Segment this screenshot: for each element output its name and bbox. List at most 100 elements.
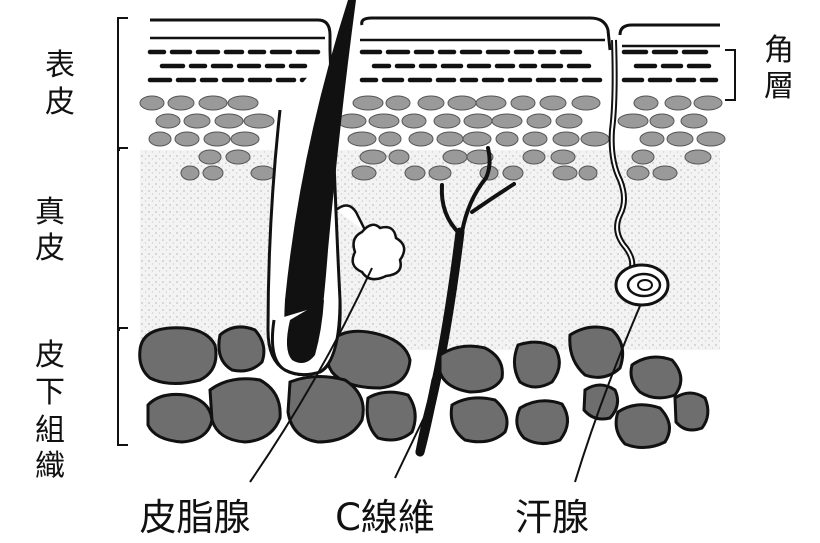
- epidermis-cell: [463, 132, 491, 146]
- stratum-corneum-label: 角 層: [764, 33, 794, 104]
- epidermis-cell: [503, 166, 523, 180]
- epidermis-cell: [464, 114, 492, 128]
- epidermis-cell: [204, 132, 230, 146]
- epidermis-cell: [338, 114, 366, 128]
- fat-lobule: [367, 392, 415, 440]
- epidermis-cell: [527, 114, 551, 128]
- epidermis-cell: [632, 150, 654, 164]
- epidermis-cell: [348, 132, 376, 146]
- svg-text:皮: 皮: [45, 85, 75, 120]
- epidermis-cell: [418, 96, 444, 110]
- epidermis-cell: [156, 114, 180, 128]
- epidermis-cell: [443, 150, 467, 164]
- epidermis-cell: [697, 132, 725, 146]
- epidermis-cell: [168, 96, 194, 110]
- epidermis-cell: [581, 132, 609, 146]
- epidermis-cell: [437, 132, 463, 146]
- epidermis-cell: [149, 132, 171, 146]
- epidermis-cell: [244, 114, 274, 128]
- epidermis-cell: [627, 166, 649, 180]
- dermis-region: [140, 150, 720, 350]
- svg-text:組: 組: [35, 413, 65, 448]
- subcutaneous-tissue-label: 皮 下 組 織: [35, 338, 65, 484]
- fat-lobule: [210, 379, 280, 442]
- epidermis-cell: [640, 132, 664, 146]
- stratum-corneum-dashes: [150, 52, 716, 80]
- epidermis-cell: [140, 96, 164, 110]
- epidermis-cell: [553, 132, 579, 146]
- epidermis-cell: [379, 132, 401, 146]
- epidermis-cell: [448, 96, 476, 110]
- sweat-gland-label: 汗腺: [515, 496, 589, 539]
- epidermis-cell: [523, 150, 545, 164]
- svg-text:下: 下: [35, 375, 65, 410]
- epidermis-cell: [553, 166, 577, 180]
- fat-lobule: [440, 346, 502, 392]
- epidermis-cell: [405, 166, 425, 180]
- epidermis-cell: [228, 96, 258, 110]
- epidermis-cell: [650, 114, 674, 128]
- epidermis-cell: [434, 114, 460, 128]
- epidermis-cell: [360, 150, 386, 164]
- epidermis-cell: [389, 150, 409, 164]
- epidermis-cell: [653, 166, 677, 180]
- epidermis-cell: [409, 132, 433, 146]
- sebaceous-gland-label: 皮脂腺: [140, 496, 251, 539]
- c-fiber-label: C線維: [335, 496, 435, 539]
- epidermis-cell: [511, 96, 535, 110]
- fat-lobule: [616, 405, 669, 448]
- fat-lobule: [219, 327, 264, 371]
- svg-text:皮: 皮: [35, 231, 65, 266]
- svg-text:織: 織: [35, 449, 65, 484]
- epidermis-cell: [369, 114, 399, 128]
- fat-lobule: [675, 393, 708, 430]
- fat-lobule: [514, 342, 559, 387]
- fat-lobule: [584, 385, 618, 419]
- epidermis-cell: [551, 150, 575, 164]
- epidermis-cell: [496, 132, 518, 146]
- epidermis-cell: [572, 96, 600, 110]
- svg-text:層: 層: [764, 69, 794, 104]
- fat-lobule: [517, 401, 568, 444]
- epidermis-cell: [175, 132, 199, 146]
- epidermis-cell: [386, 96, 410, 110]
- epidermis-cell: [251, 166, 275, 180]
- epidermis-cell: [685, 150, 711, 164]
- epidermis-cell: [231, 132, 259, 146]
- epidermis-cell: [215, 114, 243, 128]
- epidermis-surface: [150, 18, 720, 50]
- epidermis-cell: [226, 150, 250, 164]
- epidermis-cell: [694, 96, 722, 110]
- epidermis-cell: [523, 132, 547, 146]
- epidermis-cell: [429, 166, 451, 180]
- fat-lobule: [451, 398, 507, 442]
- fat-lobule: [148, 394, 212, 442]
- fat-lobule: [631, 357, 681, 398]
- epidermis-cell: [540, 96, 566, 110]
- svg-text:角: 角: [764, 33, 794, 68]
- epidermis-label: 表 皮: [45, 48, 75, 120]
- epidermis-cell: [353, 96, 383, 110]
- epidermis-cell: [203, 166, 223, 180]
- fat-lobule: [140, 328, 216, 384]
- dermis-label: 真 皮: [35, 195, 65, 266]
- epidermis-cell: [199, 96, 227, 110]
- epidermis-cell: [476, 96, 506, 110]
- epidermis-cell: [618, 114, 648, 128]
- svg-text:表: 表: [45, 48, 75, 83]
- fat-lobule: [288, 376, 363, 442]
- epidermis-cell: [634, 96, 658, 110]
- epidermis-cell: [556, 114, 582, 128]
- epidermis-cell: [184, 114, 210, 128]
- epidermis-cell: [352, 166, 376, 180]
- epidermis-cell: [667, 132, 693, 146]
- epidermis-cell: [665, 96, 691, 110]
- epidermis-cell: [181, 166, 199, 180]
- epidermis-cell: [402, 114, 426, 128]
- epidermis-cell: [579, 166, 597, 180]
- epidermis-cell: [492, 114, 522, 128]
- svg-text:真: 真: [35, 195, 65, 230]
- epidermis-cell: [681, 114, 707, 128]
- svg-text:皮: 皮: [35, 338, 65, 373]
